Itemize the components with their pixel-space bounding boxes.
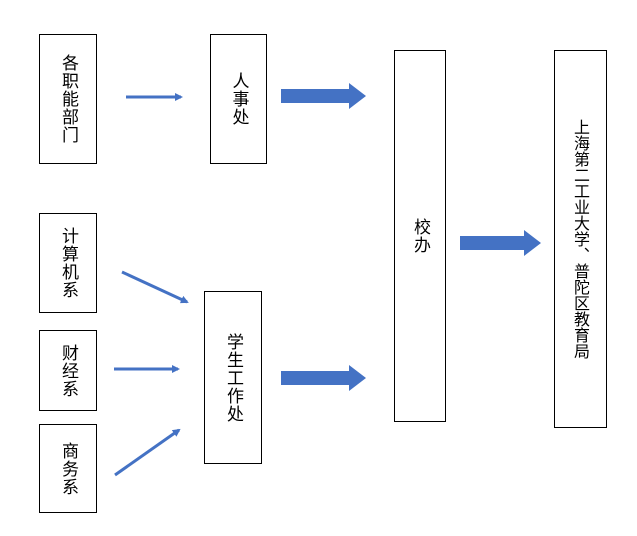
node-business-dept-label: 商务系	[58, 441, 78, 496]
node-school-office: 校办	[394, 50, 446, 422]
node-cs-dept: 计算机系	[39, 213, 97, 313]
node-finance-dept: 财经系	[39, 330, 97, 411]
arrow-hr-to-school-office	[281, 83, 366, 109]
node-hr-office: 人事处	[210, 34, 267, 164]
node-cs-dept-label: 计算机系	[58, 227, 78, 299]
node-student-affairs-label: 学生工作处	[223, 332, 243, 423]
arrow-school-office-to-authority	[460, 230, 541, 256]
arrow-student-affairs-to-school-office	[281, 365, 366, 391]
node-departments: 各职能部门	[39, 34, 97, 164]
node-authority: 上海第二工业大学、普陀区教育局	[554, 50, 607, 428]
node-hr-office-label: 人事处	[228, 72, 249, 126]
node-student-affairs: 学生工作处	[204, 291, 262, 464]
node-school-office-label: 校办	[410, 218, 430, 254]
arrow-business-to-student-affairs	[114, 428, 181, 477]
node-authority-label: 上海第二工业大学、普陀区教育局	[571, 119, 590, 359]
node-finance-dept-label: 财经系	[58, 343, 78, 398]
arrow-cs-to-student-affairs	[121, 270, 189, 304]
node-departments-label: 各职能部门	[58, 54, 78, 144]
node-business-dept: 商务系	[39, 424, 97, 513]
